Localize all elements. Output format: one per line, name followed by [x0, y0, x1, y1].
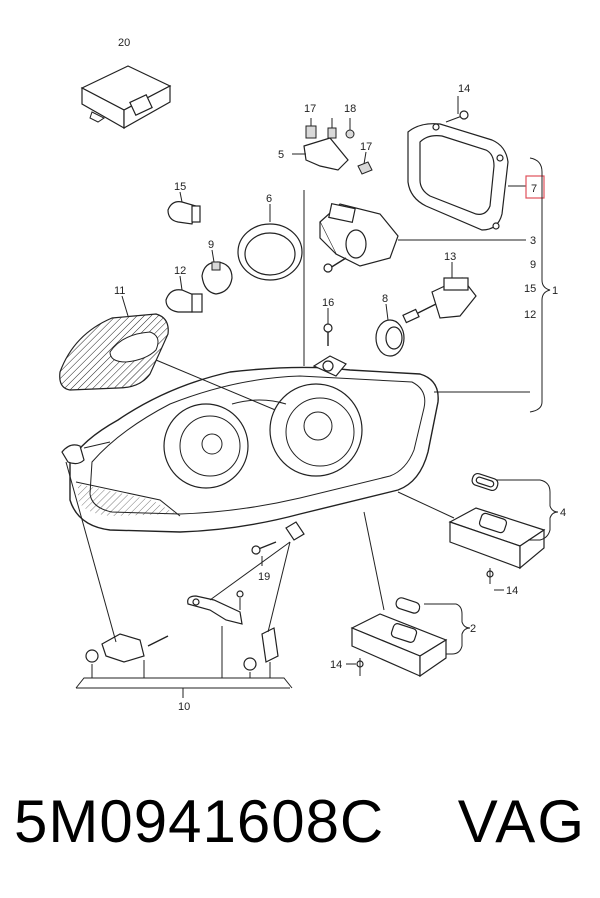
callout-14-mid: 14 [506, 585, 518, 597]
callout-12-left: 12 [174, 265, 186, 277]
bracket-group-1 [529, 157, 551, 413]
callout-17-top: 17 [304, 103, 316, 115]
callout-3: 3 [530, 235, 536, 247]
brand-name: VAG [457, 788, 586, 855]
cap-part-8 [375, 319, 405, 357]
callout-18: 18 [344, 103, 356, 115]
callout-20: 20 [118, 37, 130, 49]
screw-part-16 [323, 323, 333, 346]
bulb-part-12 [165, 289, 203, 313]
callout-14-bottom: 14 [330, 659, 342, 671]
callout-1: 1 [552, 285, 558, 297]
callout-5: 5 [278, 149, 284, 161]
caption-bar: 5M0941608C VAG [0, 782, 600, 882]
callout-17-side: 17 [360, 141, 372, 153]
gasket-frame-part-7 [407, 123, 509, 231]
callout-7: 7 [531, 183, 537, 195]
callout-19: 19 [258, 571, 270, 583]
callout-12-right: 12 [524, 309, 536, 321]
ballast-part-4 [448, 472, 546, 584]
callout-9-left: 9 [208, 239, 214, 251]
cover-part-11 [59, 313, 169, 391]
callout-9-right: 9 [530, 259, 536, 271]
callout-4: 4 [560, 507, 566, 519]
callout-11: 11 [114, 285, 125, 297]
ring-part-6 [237, 223, 303, 281]
callout-14-top: 14 [458, 83, 470, 95]
part-number: 5M0941608C [14, 788, 385, 855]
callout-6: 6 [266, 193, 272, 205]
bulb-part-15 [167, 201, 201, 225]
callout-2: 2 [470, 623, 476, 635]
ballast-part-2 [350, 597, 448, 678]
bracket-assembly-parts-5-17-18 [292, 118, 373, 175]
bolt-part-19 [251, 541, 277, 555]
control-module-part-20 [80, 65, 172, 130]
mounting-brackets-part-10 [85, 590, 279, 671]
callout-7-highlight-box [525, 175, 545, 199]
xenon-bulb-part-13 [402, 277, 477, 324]
callout-13: 13 [444, 251, 456, 263]
headlight-exploded-diagram: 20 17 18 5 17 14 7 3 9 15 1 12 [59, 37, 566, 713]
headlight-housing [61, 355, 439, 541]
callout-10: 10 [178, 701, 190, 713]
leveling-motor-part-3 [319, 202, 399, 273]
bulb-socket-part-9 [201, 261, 233, 295]
callout-15-left: 15 [174, 181, 186, 193]
screw-14-top [445, 110, 469, 123]
callout-16: 16 [322, 297, 334, 309]
callout-15-right: 15 [524, 283, 536, 295]
callout-8: 8 [382, 293, 388, 305]
